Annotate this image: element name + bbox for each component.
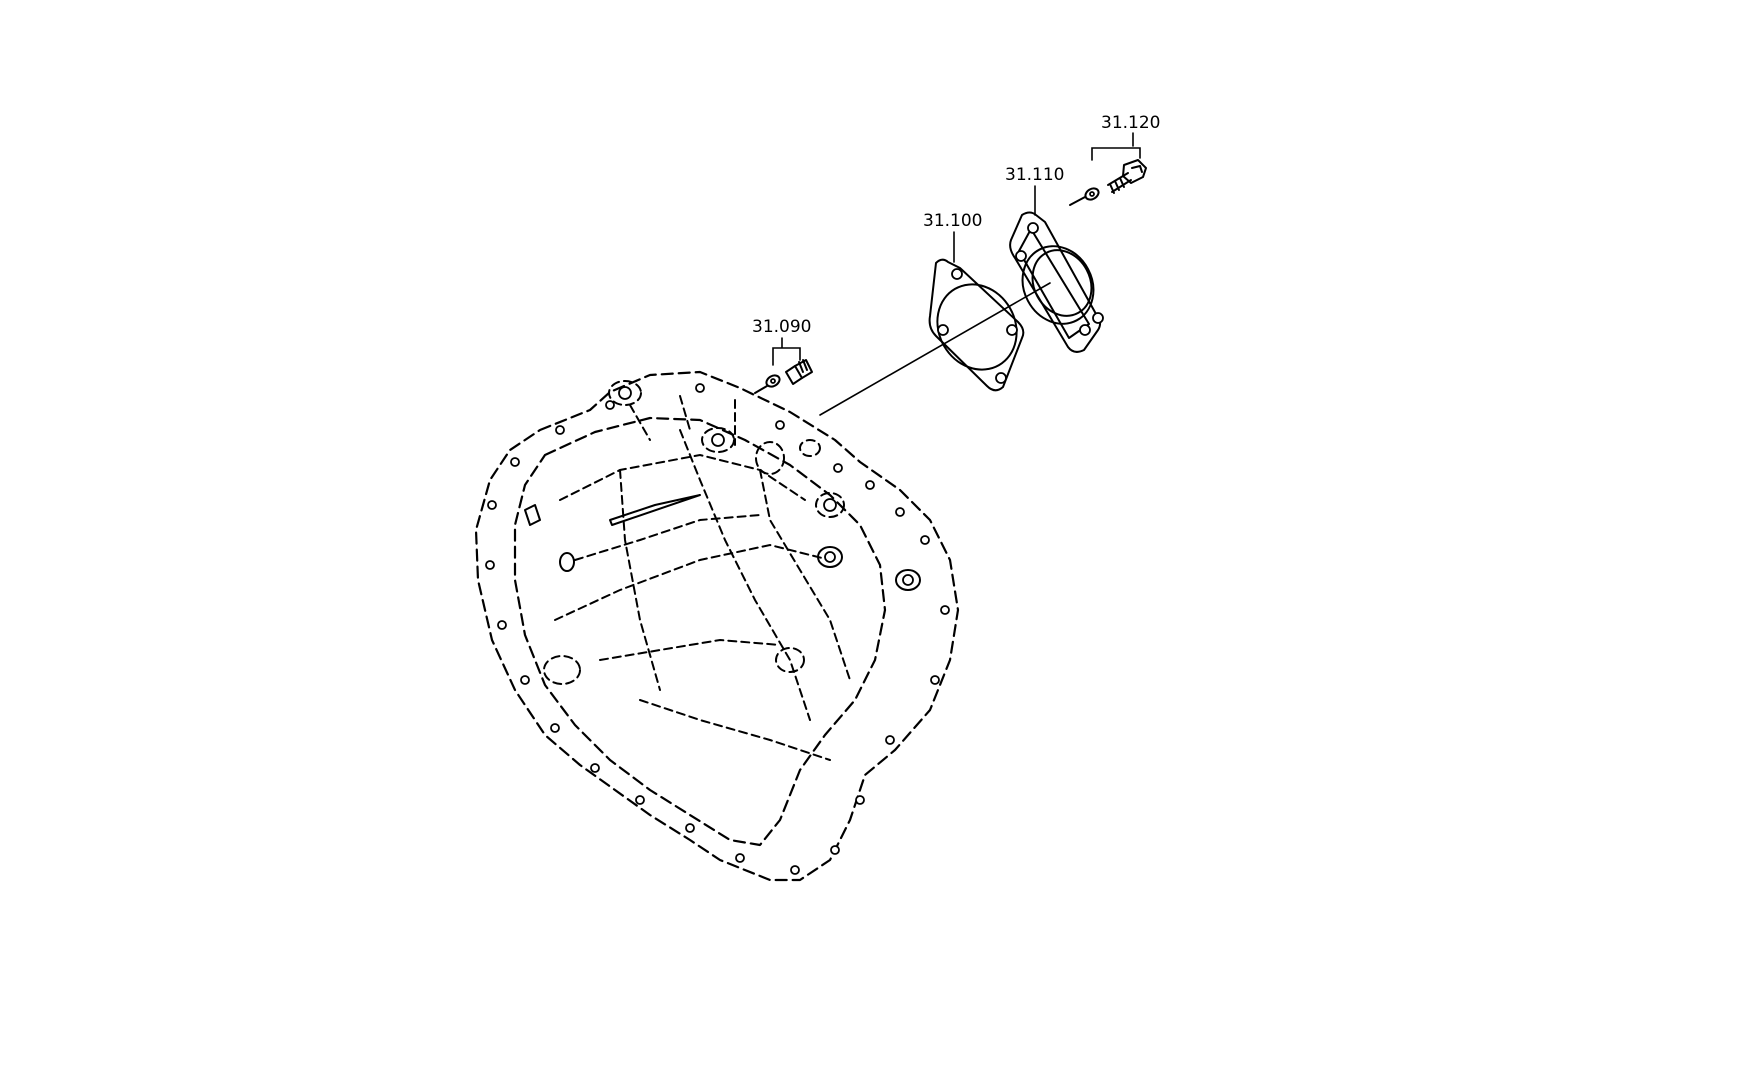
transmission-housing (474, 370, 960, 882)
leader-31-120 (1091, 132, 1141, 161)
assembly-axis-line (819, 282, 1051, 416)
bolt-31-120[interactable] (1069, 159, 1147, 206)
callout-31-120-label[interactable]: 31.120 (1101, 113, 1160, 133)
flange-bolt-holes (485, 383, 950, 875)
gasket-31-100[interactable] (922, 258, 1032, 392)
leader-31-090 (772, 337, 801, 366)
callout-31-100-label[interactable]: 31.100 (923, 211, 982, 231)
callout-31-110-label[interactable]: 31.110 (1005, 165, 1064, 185)
cover-plate-31-110[interactable] (1009, 211, 1107, 353)
callout-31-090-label[interactable]: 31.090 (752, 317, 811, 337)
plug-31-090[interactable] (754, 359, 813, 394)
